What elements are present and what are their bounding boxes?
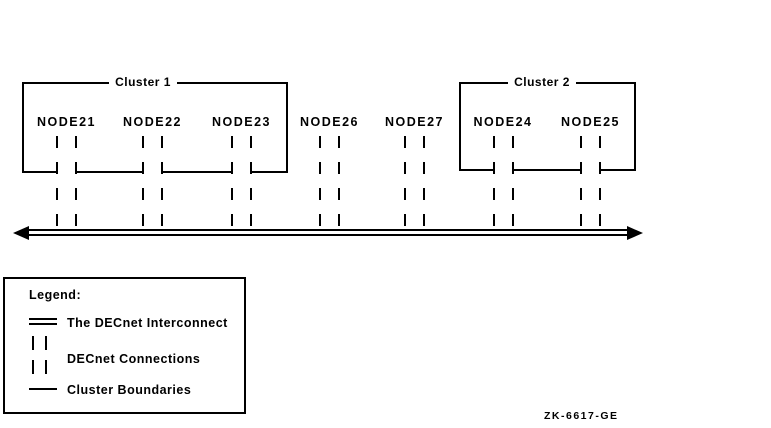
node-label: NODE25 — [560, 115, 621, 129]
decnet-connection-line — [580, 136, 582, 228]
boundary-gap — [144, 169, 161, 174]
legend-item-boundaries: Cluster Boundaries — [67, 383, 192, 397]
decnet-connection-line — [75, 136, 77, 228]
node-label: NODE22 — [122, 115, 183, 129]
arrowhead-left-icon — [13, 226, 29, 240]
node-label: NODE23 — [211, 115, 272, 129]
decnet-connection-line — [56, 136, 58, 228]
legend-item-connections: DECnet Connections — [67, 352, 201, 366]
boundary-gap — [494, 167, 512, 172]
cluster-title-label: Cluster 1 — [109, 75, 177, 89]
legend-box: Legend: The DECnet Interconnect DECnet C… — [3, 277, 246, 414]
decnet-connection-line — [599, 136, 601, 228]
dashed-vertical-lines-icon — [45, 360, 47, 374]
dashed-vertical-lines-icon — [45, 336, 47, 350]
boundary-gap — [233, 169, 250, 174]
cluster-title: Cluster 2 — [482, 75, 602, 89]
cluster-title: Cluster 1 — [83, 75, 203, 89]
node-label: NODE26 — [299, 115, 360, 129]
decnet-connection-line — [511, 136, 514, 228]
dashed-vertical-lines-icon — [32, 360, 34, 374]
dashed-vertical-lines-icon — [32, 336, 34, 350]
decnet-interconnect-line — [26, 229, 630, 236]
decnet-connection-line — [492, 136, 495, 228]
figure-id: ZK-6617-GE — [544, 410, 619, 422]
decnet-connection-line — [231, 136, 233, 228]
single-line-icon — [29, 388, 57, 390]
legend-item-interconnect: The DECnet Interconnect — [67, 316, 228, 330]
decnet-connection-line — [404, 136, 406, 228]
double-line-icon — [29, 318, 57, 325]
boundary-gap — [58, 169, 75, 174]
decnet-connection-line — [142, 136, 144, 228]
node-label: NODE24 — [473, 115, 533, 129]
node-label: NODE27 — [384, 115, 445, 129]
decnet-connection-line — [161, 136, 163, 228]
boundary-gap — [582, 167, 599, 172]
legend-title: Legend: — [29, 288, 82, 302]
decnet-connection-line — [319, 136, 321, 228]
decnet-connection-line — [250, 136, 252, 228]
decnet-connection-line — [338, 136, 340, 228]
cluster-title-label: Cluster 2 — [508, 75, 576, 89]
decnet-connection-line — [423, 136, 425, 228]
node-label: NODE21 — [36, 115, 97, 129]
arrowhead-right-icon — [627, 226, 643, 240]
